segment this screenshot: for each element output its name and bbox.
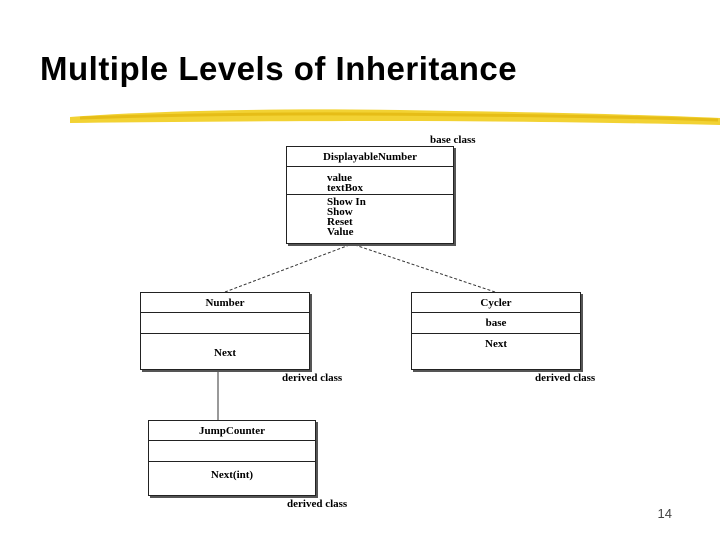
base-class-label: base class [430, 134, 476, 146]
attributes-section: value textBox [287, 167, 453, 195]
attributes-section [141, 313, 309, 334]
class-name: DisplayableNumber [287, 147, 453, 167]
class-name: Cycler [412, 293, 580, 313]
page-number: 14 [657, 506, 672, 521]
methods-section: Next [141, 334, 309, 359]
method: Value [327, 226, 354, 238]
derived-class-label-cycler: derived class [535, 372, 596, 384]
attribute: textBox [327, 182, 364, 194]
derived-class-label-number: derived class [282, 372, 343, 384]
method: Reset [327, 216, 353, 228]
class-displayable-number: DisplayableNumber value textBox Show In … [286, 146, 454, 244]
class-number: Number Next [140, 292, 310, 370]
slide-title: Multiple Levels of Inheritance [40, 50, 518, 87]
attributes-section: base [412, 313, 580, 334]
attribute: base [485, 317, 507, 329]
connector-number-to-base [224, 243, 353, 293]
methods-section: Next(int) [149, 462, 315, 481]
attributes-section [149, 441, 315, 462]
class-jump-counter: JumpCounter Next(int) [148, 420, 316, 496]
methods-section: Show In Show Reset Value [287, 195, 453, 240]
attribute: value [327, 172, 353, 184]
derived-class-label-jump-counter: derived class [287, 498, 348, 510]
class-cycler: Cycler base Next [411, 292, 581, 370]
method: Show [327, 206, 353, 218]
connector-cycler-to-base [351, 243, 496, 293]
method: Next [214, 347, 236, 359]
method: Show In [327, 196, 366, 208]
methods-section: Next [412, 334, 580, 350]
method: Next(int) [210, 469, 254, 481]
title-underline [70, 109, 720, 125]
method: Next [485, 338, 507, 350]
class-name: Number [141, 293, 309, 313]
class-name: JumpCounter [149, 421, 315, 441]
